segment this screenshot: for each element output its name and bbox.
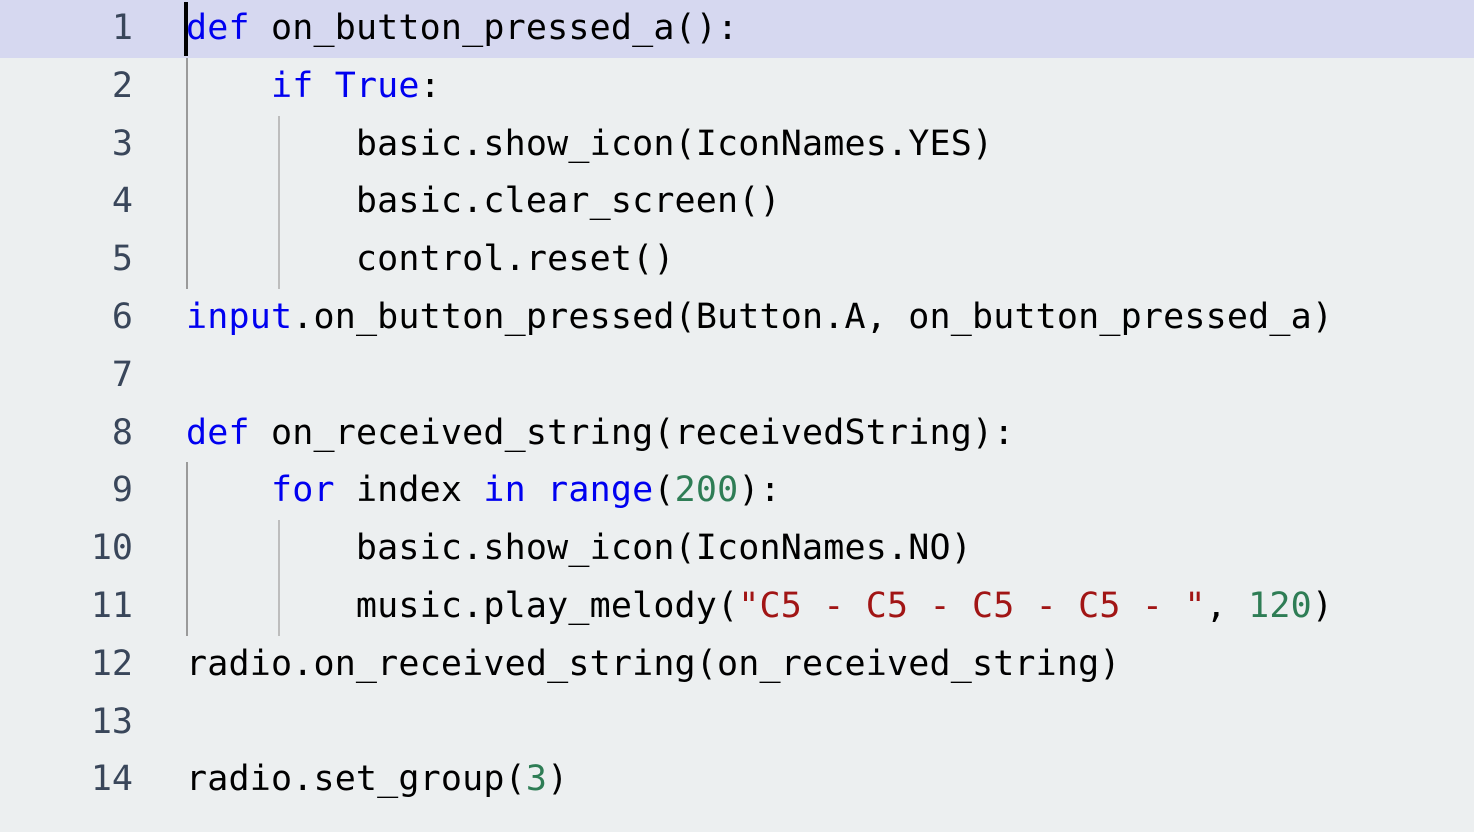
token-str: "C5 - C5 - C5 - C5 - " — [738, 585, 1206, 626]
code-text[interactable]: input.on_button_pressed(Button.A, on_but… — [186, 289, 1333, 347]
token-pln: ( — [653, 470, 675, 511]
line-number[interactable]: 3 — [111, 123, 133, 164]
gutter-background — [0, 0, 170, 58]
code-text[interactable]: radio.on_received_string(on_received_str… — [186, 636, 1121, 694]
code-text[interactable]: if True: — [186, 58, 441, 116]
line-number[interactable]: 7 — [111, 354, 133, 395]
token-num: 200 — [674, 470, 739, 511]
code-text[interactable]: basic.show_icon(IconNames.YES) — [186, 116, 993, 174]
token-pln: index — [334, 470, 484, 511]
indent-guide-level-1 — [186, 462, 188, 636]
token-pln: basic.show_icon(IconNames.NO) — [186, 528, 972, 569]
code-line-2[interactable]: 2 if True: — [0, 58, 1474, 116]
indent-guide-level-1 — [186, 57, 188, 289]
token-pln: , — [1205, 585, 1249, 626]
token-pln: on_button_pressed_a(): — [249, 8, 739, 48]
token-kw: def — [186, 8, 250, 48]
token-num: 120 — [1248, 585, 1312, 626]
token-kw: for — [270, 470, 335, 511]
token-kw: True — [334, 65, 420, 106]
line-number[interactable]: 14 — [90, 759, 133, 800]
token-kw: def — [186, 412, 250, 453]
line-number[interactable]: 13 — [90, 701, 133, 742]
line-number[interactable]: 4 — [111, 181, 133, 222]
token-pln — [526, 470, 547, 510]
line-number[interactable]: 10 — [90, 528, 133, 569]
code-line-9[interactable]: 9 for index in range(200): — [0, 462, 1474, 520]
text-caret — [184, 2, 188, 56]
token-pln: radio.on_received_string(on_received_str… — [186, 643, 1121, 684]
code-text[interactable]: control.reset() — [186, 231, 675, 289]
indent-guide-level-2 — [278, 520, 280, 636]
token-bfn: range — [547, 470, 654, 511]
code-line-13[interactable]: 13 — [0, 694, 1474, 752]
line-number[interactable]: 1 — [111, 8, 133, 48]
token-pln: : — [419, 65, 441, 106]
token-pln: ): — [738, 470, 781, 511]
line-number[interactable]: 6 — [111, 296, 133, 337]
code-line-5[interactable]: 5 control.reset() — [0, 231, 1474, 289]
code-text[interactable]: basic.clear_screen() — [186, 173, 781, 231]
code-background — [170, 347, 1474, 405]
code-line-4[interactable]: 4 basic.clear_screen() — [0, 173, 1474, 231]
token-kw: in — [483, 470, 526, 511]
token-pln: .on_button_pressed(Button.A, on_button_p… — [292, 296, 1334, 337]
code-text[interactable]: def on_received_string(receivedString): — [186, 405, 1014, 463]
code-text[interactable]: def on_button_pressed_a(): — [186, 0, 738, 58]
token-bfn: input — [186, 296, 293, 337]
code-line-8[interactable]: 8 def on_received_string(receivedString): — [0, 405, 1474, 463]
token-pln — [313, 66, 334, 106]
token-pln: control.reset() — [186, 239, 675, 280]
code-text[interactable]: music.play_melody("C5 - C5 - C5 - C5 - "… — [186, 578, 1333, 636]
line-number[interactable]: 12 — [90, 643, 133, 684]
code-background — [170, 694, 1474, 752]
code-text[interactable]: radio.set_group(3) — [186, 751, 568, 809]
code-text[interactable]: basic.show_icon(IconNames.NO) — [186, 520, 972, 578]
line-number[interactable]: 9 — [111, 470, 133, 511]
code-line-6[interactable]: 6 input.on_button_pressed(Button.A, on_bu… — [0, 289, 1474, 347]
code-line-12[interactable]: 12 radio.on_received_string(on_received_s… — [0, 636, 1474, 694]
code-line-10[interactable]: 10 basic.show_icon(IconNames.NO) — [0, 520, 1474, 578]
code-line-11[interactable]: 11 music.play_melody("C5 - C5 - C5 - C5 … — [0, 578, 1474, 636]
token-num: 3 — [525, 759, 548, 800]
token-pln: ) — [547, 759, 569, 800]
token-pln: music.play_melody( — [186, 585, 739, 626]
token-pln: ) — [1311, 585, 1334, 626]
token-pln — [186, 470, 271, 510]
token-pln: on_received_string(receivedString): — [249, 412, 1015, 453]
token-pln: basic.show_icon(IconNames.YES) — [186, 123, 994, 164]
line-number[interactable]: 5 — [111, 239, 133, 280]
code-line-7[interactable]: 7 — [0, 347, 1474, 405]
line-number[interactable]: 8 — [111, 412, 133, 453]
line-number[interactable]: 11 — [90, 585, 133, 626]
code-text[interactable]: for index in range(200): — [186, 462, 781, 520]
token-pln: basic.clear_screen() — [186, 181, 781, 222]
token-pln — [186, 66, 271, 106]
line-number[interactable]: 2 — [111, 65, 133, 106]
code-line-1[interactable]: 1 def on_button_pressed_a(): — [0, 0, 1474, 58]
code-line-14[interactable]: 14 radio.set_group(3) — [0, 751, 1474, 809]
code-line-3[interactable]: 3 basic.show_icon(IconNames.YES) — [0, 116, 1474, 174]
indent-guide-level-2 — [278, 115, 280, 289]
token-pln: radio.set_group( — [186, 759, 526, 800]
token-kw: if — [270, 65, 314, 106]
code-background — [170, 0, 1474, 58]
